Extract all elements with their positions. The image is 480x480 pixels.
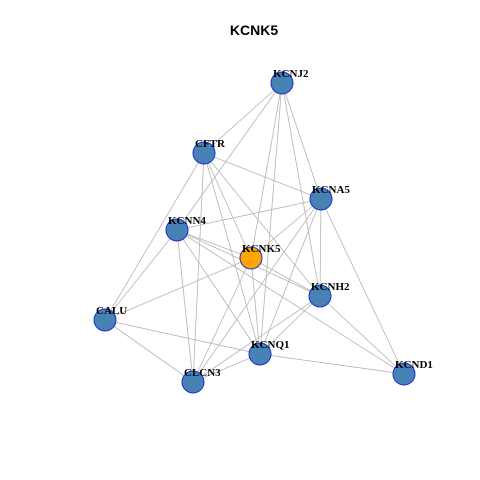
edge-kcnn4-kcnd1 [176,229,405,375]
edge-kcnj2-cftr [203,82,283,154]
diagram-title: KCNK5 [230,22,278,38]
edge-cftr-clcn3 [192,152,205,383]
node-kcna5: KCNA5 [309,184,350,211]
node-kcnj2: KCNJ2 [270,68,309,95]
edge-kcnk5-clcn3 [192,257,252,383]
node-label-kcnn4: KCNN4 [168,215,206,227]
edge-kcna5-clcn3 [192,198,322,383]
edge-cftr-kcnq1 [203,152,261,355]
edge-kcnj2-kcna5 [281,82,322,200]
node-label-kcna5: KCNA5 [312,184,350,196]
edge-kcnn4-kcnk5 [176,229,252,259]
node-circle-kcnq1 [248,342,272,366]
edge-kcnh2-clcn3 [192,295,321,383]
edge-cftr-kcnh2 [203,152,321,297]
node-calu: CALU [93,305,127,332]
edge-kcnq1-kcnd1 [259,353,405,375]
edge-kcnk5-calu [104,257,252,321]
node-circle-clcn3 [181,370,205,394]
node-kcnd1: KCND1 [392,359,433,386]
edge-kcnq1-clcn3 [192,353,261,383]
edge-kcna5-kcnq1 [259,198,322,355]
node-label-kcnq1: KCNQ1 [251,339,290,351]
node-kcnh2: KCNH2 [308,281,350,308]
node-kcnn4: KCNN4 [165,215,206,242]
edge-kcnn4-kcnq1 [176,229,261,355]
edge-kcna5-kcnh2 [319,198,322,297]
node-circle-kcnj2 [270,71,294,95]
node-label-kcnh2: KCNH2 [311,281,350,293]
node-label-kcnj2: KCNJ2 [273,68,309,80]
node-circle-kcnd1 [392,362,416,386]
node-circle-calu [93,308,117,332]
node-kcnk5: KCNK5 [239,243,281,270]
edge-kcnj2-kcnh2 [281,82,321,297]
node-circle-kcna5 [309,187,333,211]
edge-kcnh2-kcnq1 [259,295,321,355]
edge-kcnj2-kcnq1 [259,82,283,355]
edge-layer [104,82,405,383]
edge-calu-clcn3 [104,319,194,383]
edge-cftr-calu [104,152,205,321]
edge-kcnn4-calu [104,229,178,321]
node-cftr: CFTR [192,138,226,165]
edge-cftr-kcnk5 [203,152,252,259]
node-circle-kcnk5 [239,246,263,270]
node-label-kcnd1: KCND1 [395,359,433,371]
node-circle-cftr [192,141,216,165]
edge-kcna5-kcnd1 [320,198,405,375]
edge-kcnj2-kcnk5 [250,82,283,259]
edge-kcna5-kcnn4 [176,198,322,231]
node-label-kcnk5: KCNK5 [242,243,281,255]
node-label-cftr: CFTR [195,138,226,150]
edge-cftr-kcna5 [203,152,322,200]
edge-kcna5-kcnk5 [250,198,322,259]
node-label-clcn3: CLCN3 [184,367,221,379]
edge-kcnj2-kcnn4 [176,82,283,231]
node-circle-kcnh2 [308,284,332,308]
edge-kcnn4-clcn3 [176,229,194,383]
edge-kcnh2-kcnd1 [319,295,405,375]
edge-kcnk5-kcnh2 [250,257,321,297]
node-clcn3: CLCN3 [181,367,221,394]
node-circle-kcnn4 [165,218,189,242]
node-label-calu: CALU [96,305,127,317]
edge-calu-kcnq1 [104,319,261,355]
node-kcnq1: KCNQ1 [248,339,290,366]
